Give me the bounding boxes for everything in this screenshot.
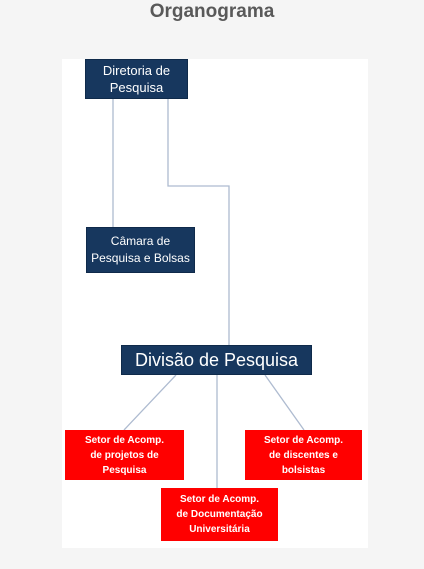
node-setor-discentes: Setor de Acomp. de discentes e bolsistas [245, 430, 362, 480]
node-label: Setor de Acomp. de projetos de Pesquisa [84, 434, 165, 476]
node-setor-documentacao: Setor de Acomp. de Documentação Universi… [161, 488, 278, 541]
node-label: Diretoria de Pesquisa [102, 63, 171, 95]
node-diretoria-de-pesquisa: Diretoria de Pesquisa [85, 59, 188, 99]
page-title: Organograma [149, 1, 275, 22]
node-camara-de-pesquisa-e-bolsas: Câmara de Pesquisa e Bolsas [86, 227, 195, 273]
node-label: Setor de Acomp. de discentes e bolsistas [263, 434, 344, 476]
node-setor-projetos: Setor de Acomp. de projetos de Pesquisa [65, 430, 184, 480]
node-label: Divisão de Pesquisa [134, 349, 299, 370]
node-divisao-de-pesquisa: Divisão de Pesquisa [121, 345, 312, 375]
node-label: Câmara de Pesquisa e Bolsas [91, 234, 190, 265]
node-label: Setor de Acomp. de Documentação Universi… [176, 494, 263, 535]
